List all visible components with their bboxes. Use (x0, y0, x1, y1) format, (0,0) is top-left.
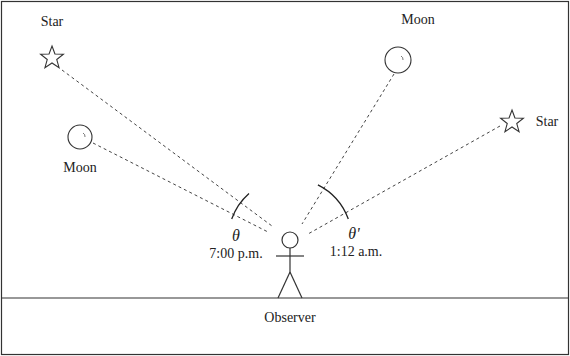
time-label: 1:12 a.m. (328, 244, 385, 260)
moon-symbol (68, 125, 92, 149)
observer-figure (276, 232, 304, 298)
angle-arc (232, 194, 249, 220)
sight-line (302, 74, 394, 224)
sight-lines (62, 70, 500, 234)
star-symbol (41, 46, 64, 68)
angle-arc (318, 185, 348, 219)
star-symbol (501, 110, 524, 132)
moon-mark (83, 133, 85, 137)
ground-line (2, 297, 569, 298)
moon-label: Moon (61, 160, 98, 176)
sight-line (62, 70, 272, 226)
observer-label: Observer (262, 310, 317, 326)
star-label: Star (534, 114, 561, 130)
sight-line (308, 126, 500, 234)
moon-label: Moon (399, 12, 436, 28)
moon-mark (401, 56, 403, 60)
time-label: 7:00 p.m. (207, 246, 264, 262)
star-label: Star (39, 14, 66, 30)
angle-symbol: θ' (346, 226, 361, 242)
moon-symbol (385, 47, 411, 73)
angle-symbol: θ (230, 228, 242, 244)
sight-line (93, 143, 268, 232)
